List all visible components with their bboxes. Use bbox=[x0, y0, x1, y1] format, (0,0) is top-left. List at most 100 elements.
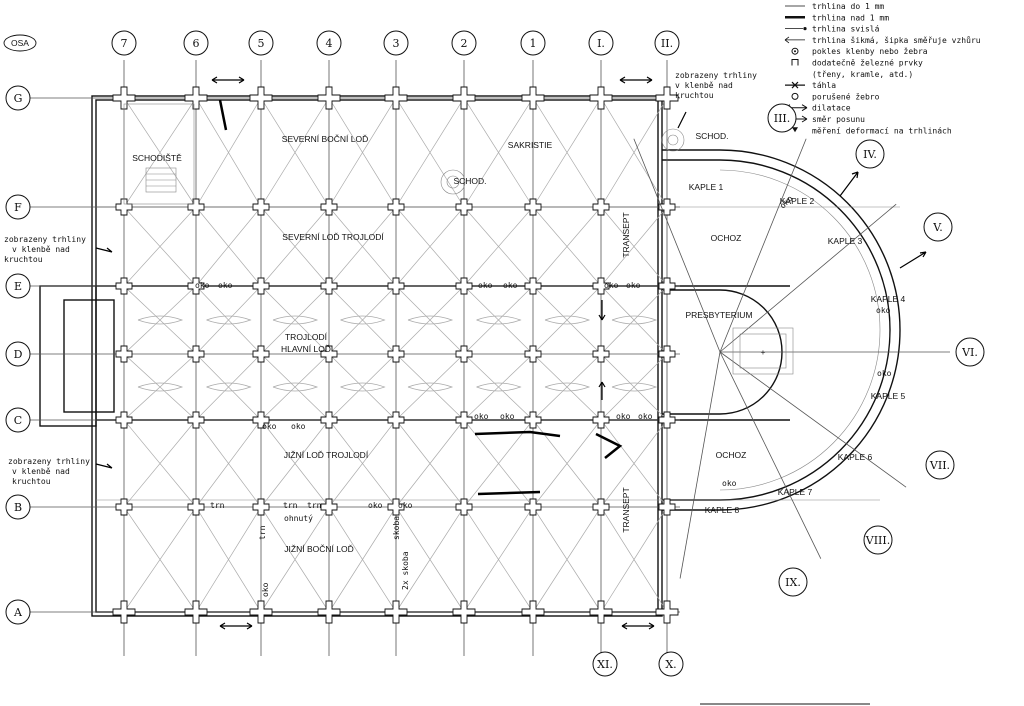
radial-axis-5-label: VIII. bbox=[865, 534, 890, 547]
column-axis-7: I. bbox=[588, 30, 614, 56]
room-trojlodi-1: TROJLODÍ bbox=[285, 332, 328, 342]
row-axis-0-label: G bbox=[14, 92, 23, 105]
legend-text-2: trhlina svislá bbox=[812, 25, 880, 34]
room-transept-south: TRANSEPT bbox=[621, 487, 631, 532]
room-ochoz-south: OCHOZ bbox=[716, 450, 747, 460]
note-oko-6: oko bbox=[638, 412, 653, 421]
svg-text:+: + bbox=[761, 347, 766, 357]
room-severni-bocni-lod: SEVERNÍ BOČNÍ LOĎ bbox=[282, 134, 368, 144]
column-axis-2-label: 5 bbox=[258, 37, 265, 50]
column-axis-0: 7 bbox=[111, 30, 137, 56]
room-kaple-1: KAPLE 1 bbox=[689, 182, 724, 192]
legend-text-0: trhlina do 1 mm bbox=[812, 2, 884, 11]
radial-axis-6: IX. bbox=[778, 567, 808, 597]
note-note-kruchta-ne-2: v klenbě nad bbox=[675, 81, 733, 90]
row-axis-3: D bbox=[5, 341, 31, 367]
row-axis-6-label: A bbox=[13, 606, 23, 619]
note-note-kruchta-nw-2: v klenbě nad bbox=[12, 245, 70, 254]
room-ochoz-north: OCHOZ bbox=[711, 233, 742, 243]
row-axis-1: F bbox=[5, 194, 31, 220]
column-axis-8-label: II. bbox=[661, 37, 673, 50]
room-kaple-8: KAPLE 8 bbox=[705, 505, 740, 515]
room-kaple-2: KAPLE 2 bbox=[780, 196, 815, 206]
legend-item-6: (třeny, kramle, atd.) bbox=[812, 70, 913, 79]
note-oko-7: oko bbox=[604, 281, 619, 290]
legend-item-1: trhlina nad 1 mm bbox=[785, 13, 889, 22]
note-oko-11: oko bbox=[195, 281, 210, 290]
legend-item-2: trhlina svislá bbox=[785, 25, 880, 34]
column-axis-4-label: 3 bbox=[393, 37, 400, 50]
legend-text-9: dilatace bbox=[812, 104, 851, 113]
note-oko-19: oko bbox=[261, 582, 270, 597]
note-trn-1: trn bbox=[210, 501, 225, 510]
room-schod-2: SCHOD. bbox=[695, 131, 728, 141]
legend-text-6: (třeny, kramle, atd.) bbox=[812, 70, 913, 79]
radial-axis-2: V. bbox=[923, 212, 953, 242]
legend-text-1: trhlina nad 1 mm bbox=[812, 13, 889, 22]
room-sakristie: SAKRISTIE bbox=[508, 140, 553, 150]
column-axis-3: 4 bbox=[316, 30, 342, 56]
note-oko-15: oko bbox=[722, 479, 737, 488]
legend: trhlina do 1 mm trhlina nad 1 mm trhlina s… bbox=[784, 2, 981, 135]
radial-axis-0: III. bbox=[767, 103, 797, 133]
radial-axis-markers: III.IV.V.VI.VII.VIII.IX. bbox=[767, 103, 985, 597]
legend-text-10: směr posunu bbox=[812, 115, 865, 124]
note-trn-2: trn bbox=[283, 501, 298, 510]
room-schod-1: SCHOD. bbox=[453, 176, 486, 186]
legend-item-4: pokles klenby nebo žebra bbox=[791, 47, 928, 56]
legend-item-7: táhla bbox=[785, 81, 836, 90]
legend-text-5: dodatečně železné prvky bbox=[812, 58, 923, 68]
osa-label: OSA bbox=[11, 38, 29, 48]
column-axis-5: 2 bbox=[451, 30, 477, 56]
structural-grid bbox=[30, 60, 680, 656]
row-axis-4: C bbox=[5, 407, 31, 433]
note-note-kruchta-sw-2: v klenbě nad bbox=[12, 467, 70, 476]
room-kaple-5: KAPLE 5 bbox=[871, 391, 906, 401]
room-kaple-6: KAPLE 6 bbox=[838, 452, 873, 462]
legend-item-10: směr posunu bbox=[785, 115, 865, 124]
note-note-kruchta-ne-3: kruchtou bbox=[675, 91, 714, 100]
row-axis-2-label: E bbox=[14, 280, 22, 293]
column-axis-5-label: 2 bbox=[461, 37, 468, 50]
room-severni-lod-trojlodi: SEVERNÍ LOĎ TROJLODÍ bbox=[282, 232, 384, 242]
row-axis-2: E bbox=[5, 273, 31, 299]
column-axis-3-label: 4 bbox=[326, 37, 333, 50]
row-axis-1-label: F bbox=[14, 201, 22, 214]
column-axis-4: 3 bbox=[383, 30, 409, 56]
osa-badge: OSA bbox=[3, 34, 37, 52]
row-axis-0: G bbox=[5, 85, 31, 111]
staircase-drawing bbox=[123, 103, 195, 205]
column-axis-8: II. bbox=[654, 30, 680, 56]
radial-axis-3: VI. bbox=[955, 337, 985, 367]
room-trojlodi-2: HLAVNÍ LOĎ bbox=[281, 344, 331, 354]
note-note-kruchta-ne-1: zobrazeny trhliny bbox=[675, 71, 757, 80]
radial-axes bbox=[633, 138, 950, 579]
direction-arrows bbox=[95, 76, 927, 630]
bottom-axis-0: XI. bbox=[592, 651, 618, 677]
column-axis-7-label: I. bbox=[597, 37, 605, 50]
note-oko-4: oko bbox=[500, 412, 515, 421]
radial-axis-6-label: IX. bbox=[785, 576, 801, 589]
room-kaple-4: KAPLE 4 bbox=[871, 294, 906, 304]
radial-axis-0-label: III. bbox=[774, 112, 791, 125]
room-kaple-3: KAPLE 3 bbox=[828, 236, 863, 246]
note-ohnuty: ohnutý bbox=[284, 514, 313, 523]
note-oko-5: oko bbox=[616, 412, 631, 421]
legend-text-4: pokles klenby nebo žebra bbox=[812, 47, 928, 56]
note-note-kruchta-sw-1: zobrazeny trhliny bbox=[8, 457, 90, 466]
note-skoba-2: 2x skoba bbox=[401, 551, 410, 590]
spiral-stairs bbox=[440, 128, 685, 195]
legend-item-11: měření deformací na trhlinách bbox=[792, 126, 952, 135]
legend-text-11: měření deformací na trhlinách bbox=[812, 126, 952, 135]
altar: + bbox=[732, 327, 794, 375]
room-jizni-bocni-lod: JIŽNÍ BOČNÍ LOĎ bbox=[284, 544, 353, 554]
column-axis-1: 6 bbox=[183, 30, 209, 56]
column-axis-6: 1 bbox=[520, 30, 546, 56]
row-axis-3-label: D bbox=[14, 348, 23, 361]
radial-axis-1-label: IV. bbox=[863, 148, 877, 161]
row-axis-6: A bbox=[5, 599, 31, 625]
column-axis-6-label: 1 bbox=[530, 37, 537, 50]
